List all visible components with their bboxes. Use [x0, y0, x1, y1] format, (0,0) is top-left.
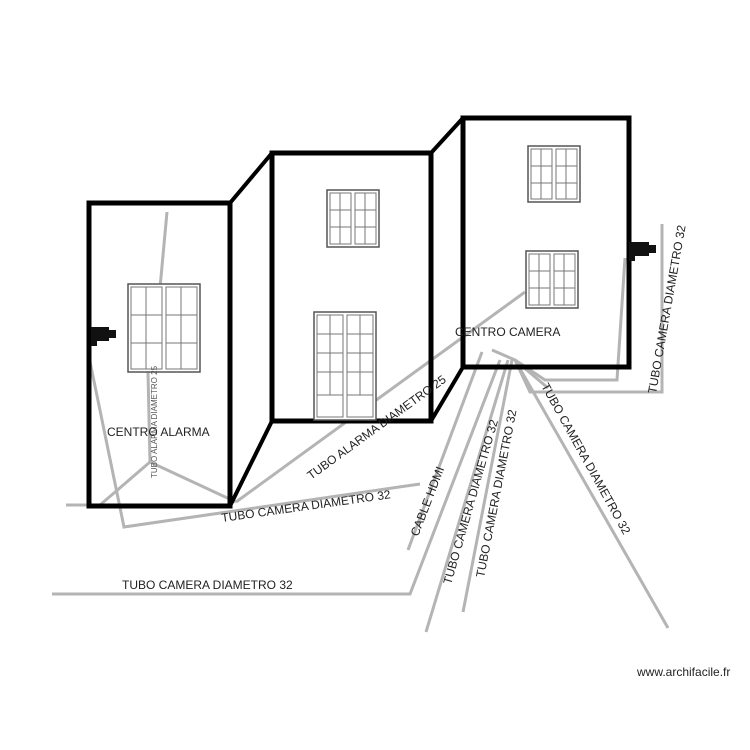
wall-connector-top-left	[228, 151, 274, 205]
label-cable-hdmi: CABLE HDMI	[408, 465, 447, 539]
label-tubo-camera-bottom: TUBO CAMERA DIAMETRO 32	[122, 578, 293, 592]
label-centro-alarma: CENTRO ALARMA	[107, 425, 210, 439]
pipe-cable-hdmi	[406, 351, 484, 551]
pipe-camera-bottom	[52, 359, 502, 596]
pipe-fan-2	[461, 359, 514, 613]
camera-right-icon	[629, 242, 656, 261]
wall-connector-top-right	[429, 116, 465, 155]
label-centro-camera: CENTRO CAMERA	[455, 325, 560, 339]
window-right-mid	[525, 250, 579, 309]
window-middle-top	[326, 189, 380, 248]
door-middle	[313, 311, 377, 421]
wall-connector-bottom-right	[429, 365, 465, 423]
pipe-runs	[52, 211, 670, 633]
label-tubo-camera-fan3: TUBO CAMERA DIAMETRO 32	[538, 381, 633, 537]
camera-left-icon	[91, 327, 116, 346]
watermark: www.archifacile.fr	[636, 665, 730, 679]
wall-connector-bottom-left	[228, 420, 274, 507]
pipe-camera-left	[86, 351, 421, 529]
pipe-alarm-to-window	[158, 211, 169, 289]
room-middle	[269, 150, 434, 424]
pipe-alarm-junction	[66, 460, 237, 507]
pipe-fan-1	[424, 359, 510, 633]
pipe-alarm-vertical	[146, 371, 152, 463]
room-left	[86, 200, 233, 509]
pipe-camera-right-outer	[513, 224, 664, 394]
label-tubo-alarma-vertical: TUBO ALARMA DIAMETRO 25	[150, 365, 159, 478]
window-right-top	[527, 145, 581, 203]
pipe-fan-3	[513, 359, 670, 629]
pipe-alarma-diagonal	[235, 290, 526, 504]
window-left	[127, 283, 201, 373]
pipe-camera-right	[491, 257, 627, 382]
